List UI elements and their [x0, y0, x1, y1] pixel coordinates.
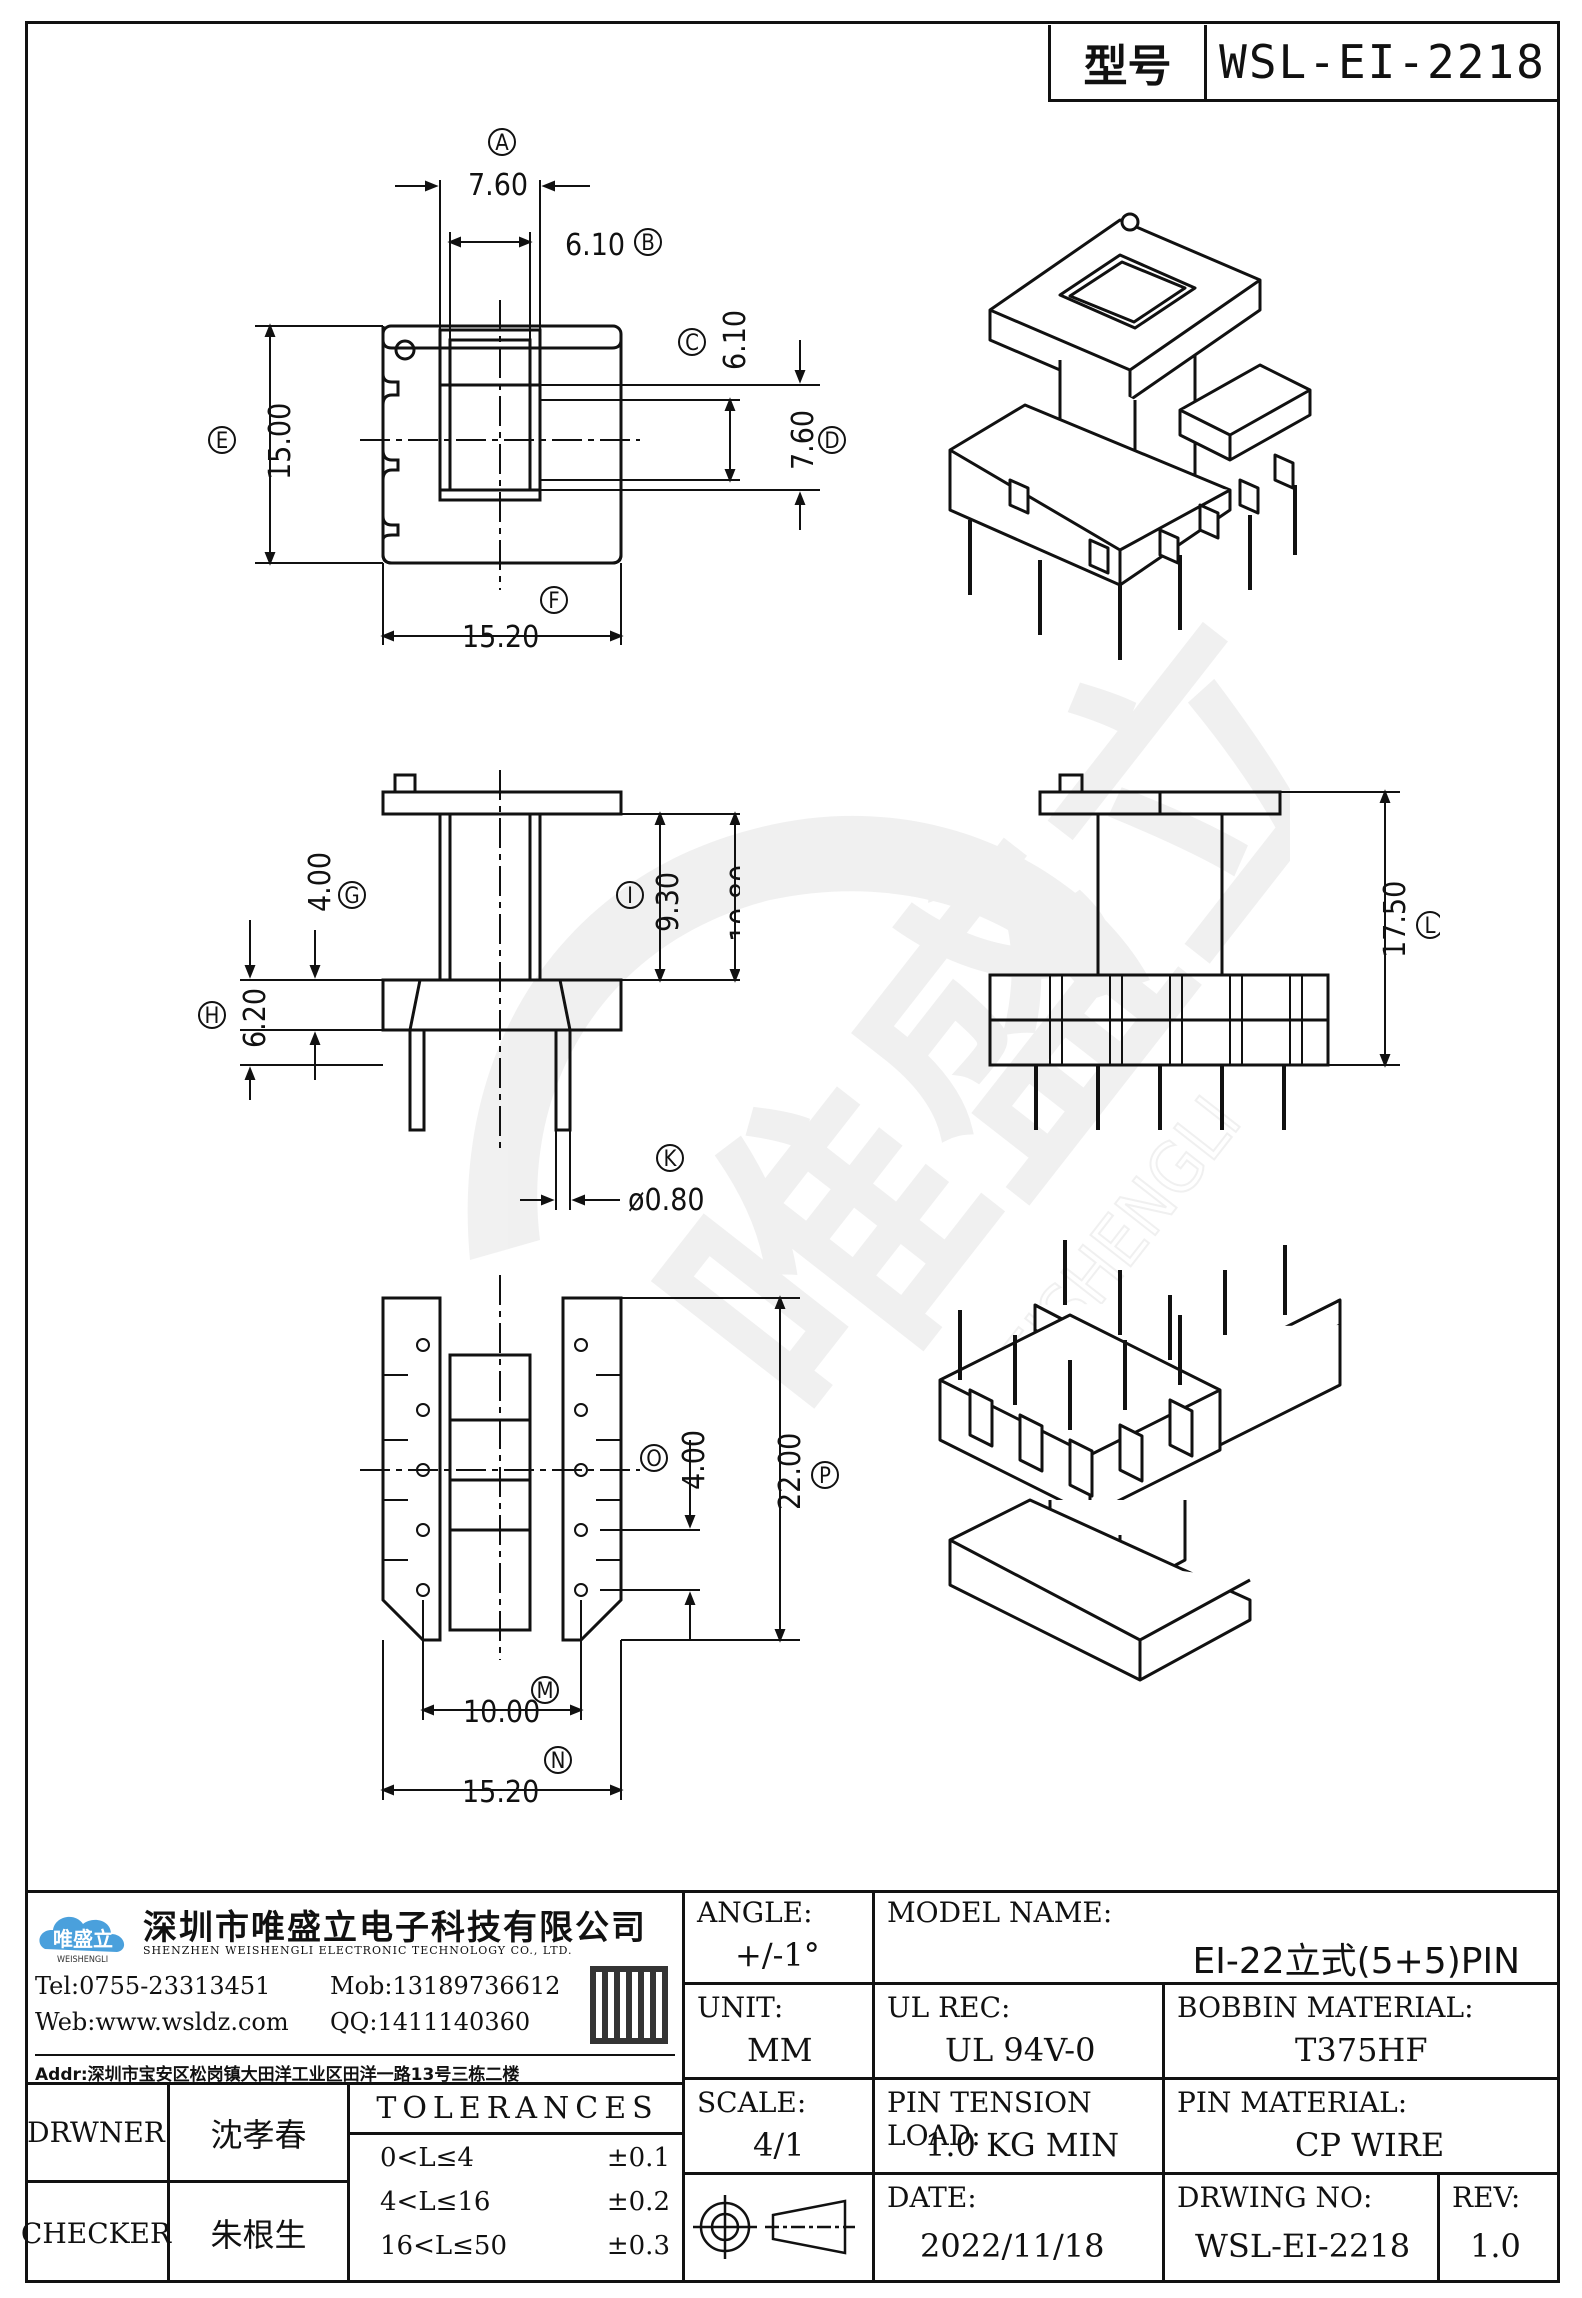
company-mob: Mob:13189736612 — [330, 1972, 561, 2000]
checker-value: 朱根生 — [210, 2216, 307, 2254]
scale-label: SCALE: — [697, 2086, 807, 2119]
dim-i-value: 9.30 — [651, 872, 686, 932]
company-name-en: SHENZHEN WEISHENGLI ELECTRONIC TECHNOLOG… — [143, 1944, 573, 1957]
dim-b-tag: B — [641, 231, 655, 256]
date-value: 2022/11/18 — [920, 2227, 1105, 2265]
rev-value: 1.0 — [1470, 2227, 1521, 2265]
dim-j-value: 10.80 — [725, 865, 740, 942]
drawing-frame — [25, 21, 1560, 2283]
logo-cloud-icon: 唯盛立 WEISHENGLI — [39, 1916, 125, 1965]
scale-value: 4/1 — [753, 2126, 805, 2164]
tolerances-label: TOLERANCES — [376, 2091, 659, 2126]
drwing-no-value: WSL-EI-2218 — [1195, 2227, 1411, 2265]
dim-a-tag: A — [495, 131, 509, 156]
company-block: 唯盛立 WEISHENGLI 深圳市唯盛立电子科技有限公司 SHENZHEN W… — [25, 1890, 685, 2085]
dim-e-value: 15.00 — [263, 403, 298, 480]
model-label: 型号 — [1051, 25, 1207, 99]
dim-m-value: 10.00 — [463, 1695, 540, 1730]
company-logo: 唯盛立 WEISHENGLI — [35, 1904, 135, 1965]
dim-m-tag: M — [536, 1679, 553, 1704]
dim-f-value: 15.20 — [462, 620, 539, 655]
tolerance-table: 0<L≤4 ±0.1 4<L≤16 ±0.2 16<L≤50 ±0.3 — [350, 2137, 685, 2283]
side-view: 4.00 6.20 9.30 10.80 ø0.80 G H I J K — [198, 770, 740, 1218]
isometric-view-bottom — [938, 1240, 1342, 1682]
company-web: Web:www.wsldz.com — [35, 2008, 289, 2036]
dim-l-tag: L — [1424, 914, 1435, 939]
third-angle-projection-icon — [693, 2195, 855, 2259]
dim-k-value: ø0.80 — [628, 1183, 705, 1218]
dim-a-value: 7.60 — [468, 168, 528, 203]
title-block: 唯盛立 WEISHENGLI 深圳市唯盛立电子科技有限公司 SHENZHEN W… — [21, 1890, 1560, 2283]
dim-c-value: 6.10 — [718, 310, 753, 370]
dim-d-tag: D — [824, 429, 839, 454]
dim-i-tag: I — [627, 884, 633, 909]
company-qq: QQ:1411140360 — [330, 2008, 531, 2036]
unit-value: MM — [747, 2031, 813, 2069]
dim-p-value: 22.00 — [773, 1433, 808, 1510]
tolerance-value: ±0.1 — [606, 2143, 670, 2173]
dim-o-tag: O — [646, 1447, 662, 1472]
dim-b-value: 6.10 — [565, 228, 625, 263]
company-addr: Addr:深圳市宝安区松岗镇大田洋工业区田洋一路13号三栋二楼 — [35, 2054, 675, 2085]
model-value: WSL-EI-2218 — [1219, 35, 1546, 89]
dim-c-tag: C — [685, 331, 699, 356]
dim-l-value: 17.50 — [1378, 881, 1413, 958]
model-title-box: 型号 WSL-EI-2218 — [1048, 25, 1558, 102]
dim-o-value: 4.00 — [677, 1430, 712, 1490]
tolerance-range: 16<L≤50 — [380, 2231, 508, 2261]
angle-value: +/-1° — [735, 1936, 820, 1974]
tolerance-range: 0<L≤4 — [380, 2143, 474, 2173]
ul-rec-value: UL 94V-0 — [945, 2031, 1096, 2069]
logo-text: 唯盛立 — [53, 1927, 113, 1951]
drwner-label: DRWNER — [27, 2116, 165, 2149]
isometric-view-top — [948, 212, 1312, 660]
tolerance-row: 4<L≤16 ±0.2 — [380, 2187, 670, 2217]
dim-g-tag: G — [344, 884, 359, 909]
pin-tension-value: 1.0 KG MIN — [925, 2126, 1120, 2164]
front-view: 17.50 L — [988, 773, 1440, 1130]
company-name-cn: 深圳市唯盛立电子科技有限公司 — [143, 1908, 647, 1948]
dim-f-tag: F — [548, 589, 559, 614]
bottom-view: 4.00 22.00 10.00 15.20 O P M N — [360, 1275, 839, 1810]
bobbin-material-label: BOBBIN MATERIAL: — [1177, 1991, 1474, 2024]
angle-label: ANGLE: — [697, 1896, 813, 1929]
pin-material-value: CP WIRE — [1295, 2126, 1445, 2164]
dim-n-value: 15.20 — [462, 1775, 539, 1810]
tolerance-row: 16<L≤50 ±0.3 — [380, 2231, 670, 2261]
dim-k-tag: K — [664, 1147, 678, 1172]
company-tel: Tel:0755-23313451 — [35, 1972, 271, 2000]
tolerance-value: ±0.3 — [606, 2231, 670, 2261]
model-name-value: EI-22立式(5+5)PIN — [1192, 1941, 1520, 1982]
bobbin-material-value: T375HF — [1295, 2031, 1428, 2069]
projection-symbol — [685, 2175, 875, 2283]
pin-material-label: PIN MATERIAL: — [1177, 2086, 1408, 2119]
top-view: 7.60 6.10 6.10 7.60 15.00 15.20 A B C D … — [208, 128, 846, 655]
logo-sub: WEISHENGLI — [57, 1955, 108, 1964]
dim-d-value: 7.60 — [786, 410, 821, 470]
qr-code — [590, 1966, 668, 2044]
tolerance-range: 4<L≤16 — [380, 2187, 491, 2217]
drwner-value: 沈孝春 — [210, 2115, 307, 2154]
dim-p-tag: P — [819, 1464, 831, 1489]
date-label: DATE: — [887, 2181, 977, 2214]
drwing-no-label: DRWING NO: — [1177, 2181, 1373, 2214]
pin-tension-label: PIN TENSION LOAD: — [887, 2086, 1092, 2152]
dim-n-tag: N — [551, 1749, 566, 1774]
tolerance-row: 0<L≤4 ±0.1 — [380, 2143, 670, 2173]
checker-label: CHECKER — [20, 2216, 172, 2250]
tolerance-value: ±0.2 — [606, 2187, 670, 2217]
dim-h-value: 6.20 — [238, 988, 273, 1048]
model-name-label: MODEL NAME: — [887, 1896, 1113, 1929]
ul-rec-label: UL REC: — [887, 1991, 1011, 2024]
dim-g-value: 4.00 — [303, 852, 338, 912]
dim-e-tag: E — [216, 429, 229, 454]
dim-h-tag: H — [205, 1004, 220, 1029]
unit-label: UNIT: — [697, 1991, 784, 2024]
rev-label: REV: — [1452, 2181, 1521, 2214]
